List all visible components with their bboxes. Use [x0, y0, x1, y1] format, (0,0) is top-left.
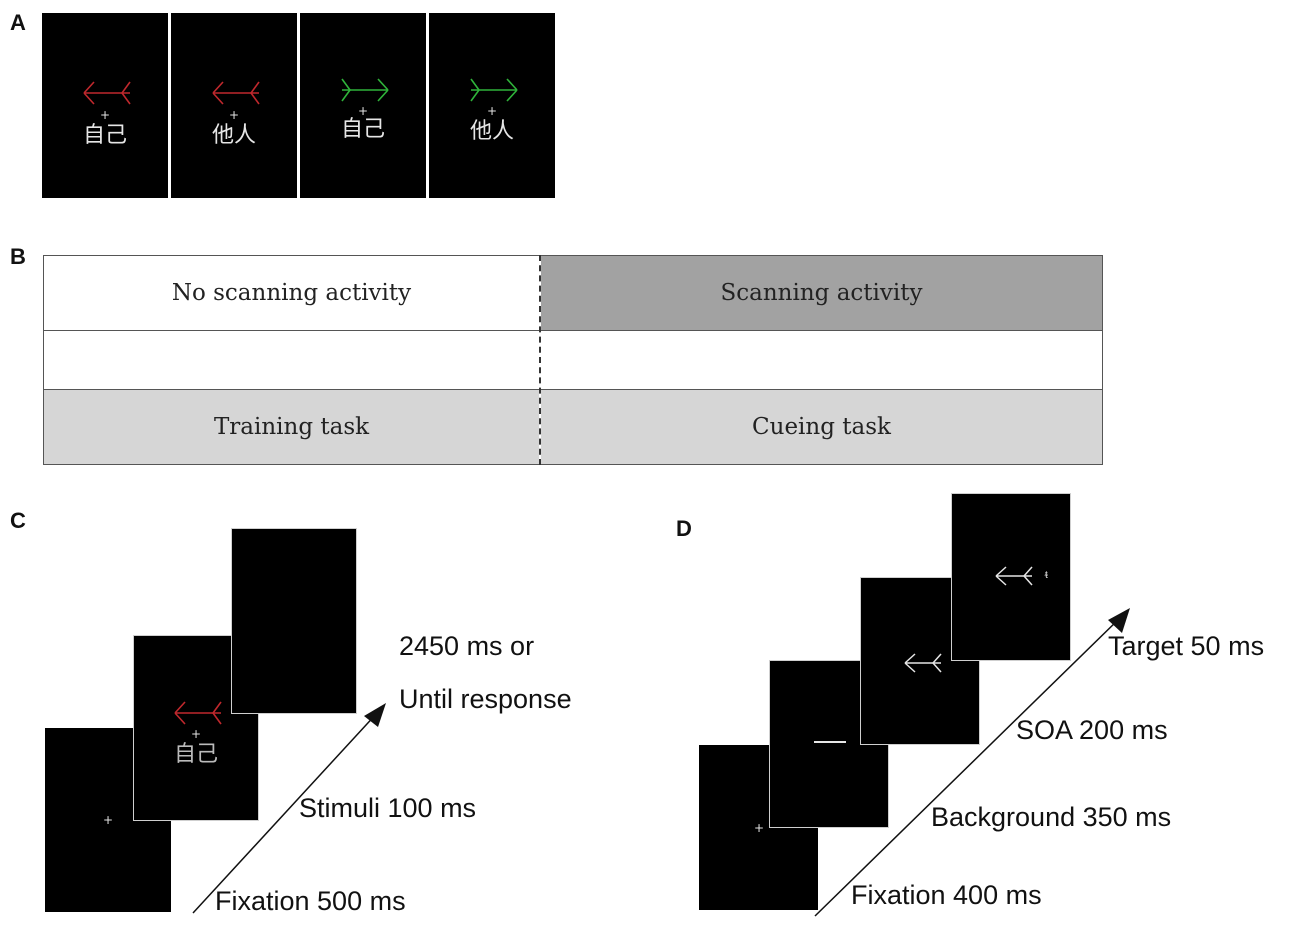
left-arrow-icon [174, 701, 222, 725]
panel-a-letter: A [10, 10, 26, 35]
panel-b-letter: B [10, 244, 26, 269]
arrow-stroke [83, 81, 95, 94]
arrow-stroke [377, 89, 389, 102]
response-duration-label-2: Until response [399, 684, 572, 714]
arrow-stroke [174, 712, 186, 725]
cell-bottom-right: Cueing task [541, 390, 1102, 464]
fixation-cross: + [103, 813, 114, 827]
response-duration-label: 2450 ms or [399, 631, 535, 661]
stimulus-word: 自己 [82, 123, 127, 148]
arrow-stroke [932, 653, 942, 664]
cell-top-left: No scanning activity [44, 256, 539, 330]
arrow-stroke [83, 92, 95, 105]
panel-a-screen-1: + 自己 [42, 13, 168, 198]
arrow-stroke [1023, 566, 1033, 577]
fixation-duration-label: Fixation 400 ms [851, 880, 1042, 910]
arrow-stroke [250, 81, 260, 94]
scanning-label: Scanning activity [720, 280, 923, 306]
stimuli-duration-label: Stimuli 100 ms [299, 793, 477, 823]
fixation-cross: + [100, 108, 111, 122]
soa-duration-label: SOA 200 ms [1016, 715, 1168, 745]
panel-a-screen-3: + 自己 [300, 13, 426, 198]
arrow-stroke [341, 78, 351, 91]
arrow-stroke [341, 89, 351, 102]
panel-c-letter: C [10, 508, 26, 533]
panel-c-response-screen [231, 528, 357, 714]
arrow-stroke [932, 662, 942, 673]
training-task-label: Training task [213, 414, 370, 440]
fixation-cross: + [754, 821, 765, 835]
arrow-stroke [506, 78, 518, 91]
stimulus-word: 自己 [173, 742, 218, 767]
left-arrow-icon [212, 81, 260, 105]
arrow-stroke [904, 653, 916, 664]
cell-bottom-left: Training task [44, 390, 539, 464]
panel-a-screen-2: + 他人 [171, 13, 297, 198]
arrow-stroke [212, 712, 222, 725]
cueing-task-label: Cueing task [752, 414, 891, 440]
cell-top-right: Scanning activity [541, 256, 1102, 330]
stimulus-word: 他人 [469, 119, 514, 144]
arrow-stroke [174, 701, 186, 714]
arrow-stroke [1023, 575, 1033, 586]
arrow-stroke [506, 89, 518, 102]
panel-d-letter: D [676, 516, 692, 541]
panel-d-target-screen: ᵵ [951, 493, 1071, 661]
column-divider [539, 255, 541, 465]
arrow-stroke [250, 92, 260, 105]
right-arrow-icon [470, 78, 518, 102]
arrow-stroke [995, 575, 1007, 586]
row-divider [43, 389, 1103, 390]
arrow-stroke [470, 78, 480, 91]
arrow-stroke [212, 92, 224, 105]
arrow-stroke [377, 78, 389, 91]
fixation-cross: + [487, 104, 498, 118]
right-arrow-icon [341, 78, 389, 102]
left-arrow-icon [83, 81, 131, 105]
background-duration-label: Background 350 ms [931, 802, 1172, 832]
arrow-stroke [904, 662, 916, 673]
arrow-stroke [121, 92, 131, 105]
arrow-stroke [212, 701, 222, 714]
stimulus-word: 他人 [211, 123, 256, 148]
arrow-stroke [995, 566, 1007, 577]
table-border [43, 255, 1103, 465]
background-line [814, 741, 846, 743]
panel-a-screen-4: + 他人 [429, 13, 555, 198]
stimulus-word: 自己 [340, 117, 385, 142]
row-divider [43, 330, 1103, 331]
target-duration-label: Target 50 ms [1108, 631, 1265, 661]
left-arrow-icon [904, 653, 942, 673]
arrow-stroke [212, 81, 224, 94]
target-mark: ᵵ [1045, 570, 1048, 581]
fixation-cross: + [358, 104, 369, 118]
arrow-stroke [121, 81, 131, 94]
no-scanning-label: No scanning activity [171, 280, 412, 306]
left-arrow-icon [995, 566, 1033, 586]
fixation-duration-label: Fixation 500 ms [215, 886, 406, 916]
arrow-stroke [470, 89, 480, 102]
cell-middle-left [44, 331, 539, 389]
fixation-cross: + [229, 108, 240, 122]
cell-middle-right [541, 331, 1102, 389]
